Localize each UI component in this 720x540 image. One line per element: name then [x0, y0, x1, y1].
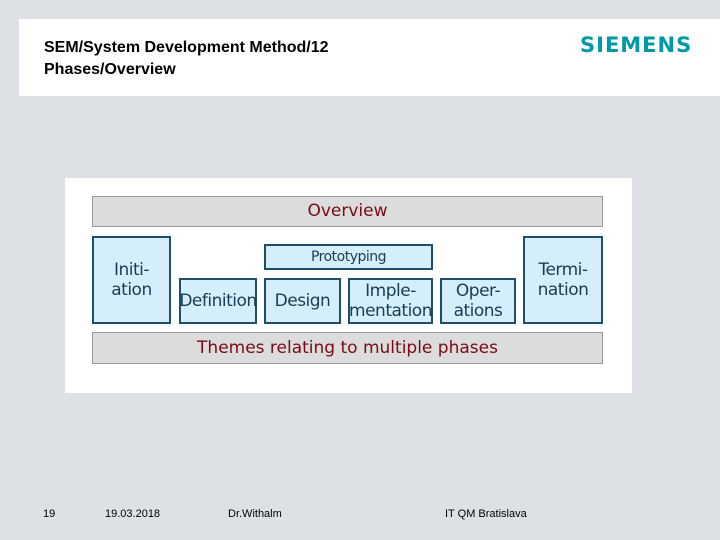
- phase-label: ation: [111, 280, 152, 300]
- prototyping-bar: Prototyping: [264, 244, 433, 270]
- footer-date: 19.03.2018: [105, 508, 161, 520]
- phase-design: Design: [264, 278, 341, 324]
- phase-operations: Oper-ations: [440, 278, 516, 324]
- footer-author: Dr.Withalm: [228, 508, 282, 520]
- phase-label: ations: [453, 301, 503, 321]
- phase-label: Termi-: [538, 260, 588, 280]
- phase-label: Initi-: [113, 260, 150, 280]
- overview-bar: Overview: [92, 196, 603, 227]
- phase-label: Oper-: [455, 281, 501, 301]
- phase-termination: Termi-nation: [523, 236, 603, 324]
- phase-definition: Definition: [179, 278, 257, 324]
- siemens-logo: SIEMENS: [580, 33, 693, 57]
- title-line-1: SEM/System Development Method/12: [44, 39, 329, 56]
- page-number: 19: [43, 508, 56, 520]
- slide-header: SEM/System Development Method/12 Phases/…: [19, 19, 720, 96]
- phase-label: Definition: [179, 291, 257, 311]
- themes-bar: Themes relating to multiple phases: [92, 332, 603, 364]
- phases-diagram: Overview Initi-ation Definition Prototyp…: [65, 178, 632, 393]
- slide-title: SEM/System Development Method/12 Phases/…: [44, 37, 329, 81]
- phase-label: mentation: [349, 301, 432, 321]
- phase-implementation: Imple-mentation: [348, 278, 433, 324]
- phase-label: Imple-: [365, 281, 416, 301]
- footer-org: IT QM Bratislava: [445, 508, 527, 520]
- title-line-2: Phases/Overview: [44, 61, 176, 78]
- phase-label: Design: [274, 291, 331, 311]
- phase-label: nation: [537, 280, 589, 300]
- phase-initiation: Initi-ation: [92, 236, 171, 324]
